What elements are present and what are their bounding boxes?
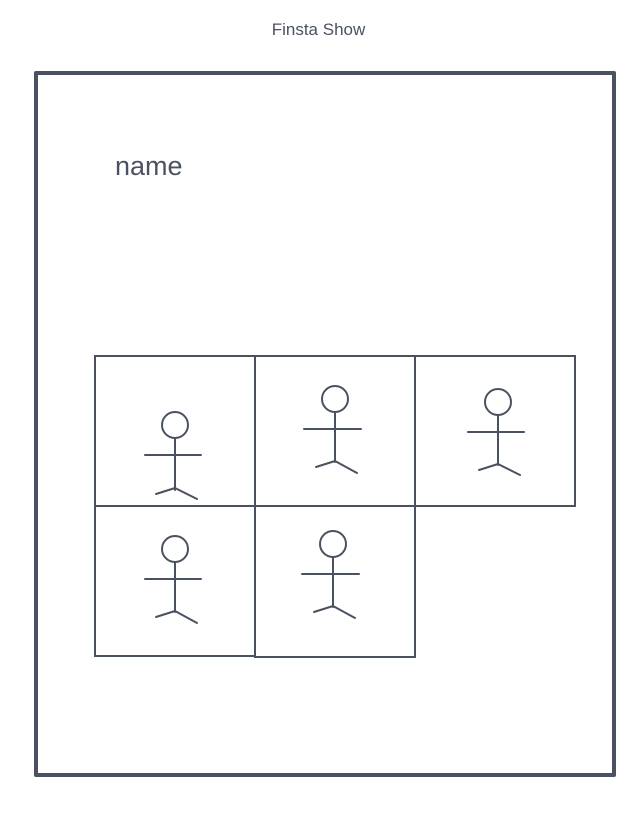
photo-tile[interactable] (254, 355, 416, 507)
photo-tile[interactable] (414, 355, 576, 507)
page-title: Finsta Show (271, 20, 366, 39)
photo-tile[interactable] (94, 355, 256, 507)
stick-figure-icon (467, 388, 525, 476)
stick-figure-icon (303, 385, 362, 474)
profile-name-label: name (115, 151, 183, 181)
phone-frame (34, 71, 616, 777)
photo-tile[interactable] (254, 505, 416, 658)
stick-figure-icon (144, 411, 202, 500)
stick-figure-icon (144, 535, 202, 624)
photo-tile[interactable] (94, 505, 256, 657)
stick-figure-icon (301, 530, 360, 619)
